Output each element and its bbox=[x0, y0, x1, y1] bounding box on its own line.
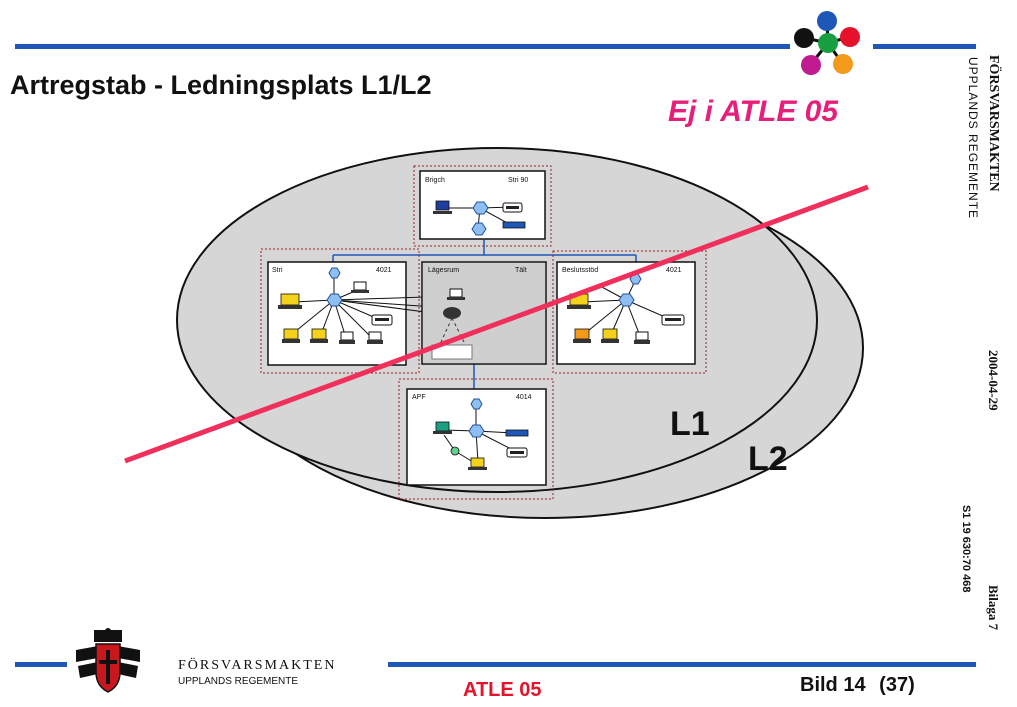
beslutsstod-name: Beslutsstöd bbox=[562, 267, 598, 274]
computer-icon bbox=[435, 200, 450, 211]
coat-of-arms-icon bbox=[76, 628, 140, 693]
side-appendix: Bilaga 7 bbox=[986, 585, 1001, 631]
apf-name: APF bbox=[412, 394, 426, 401]
stri-code: 4021 bbox=[376, 267, 392, 274]
apf-node: APF 4014 bbox=[398, 378, 554, 500]
zone-l2-label: L2 bbox=[748, 440, 788, 478]
network-logo-icon bbox=[794, 11, 860, 75]
hub-icon bbox=[472, 201, 489, 215]
beslutsstod-code: 4021 bbox=[666, 267, 682, 274]
bottom-rule-right bbox=[388, 662, 976, 667]
network-diagram: L1 L2 Brigch Stri 90 Stri 4021 bbox=[124, 147, 869, 519]
exercise-label: ATLE 05 bbox=[463, 679, 542, 701]
apf-code: 4014 bbox=[516, 394, 532, 401]
brigch-node: Brigch Stri 90 bbox=[413, 165, 552, 247]
lagesrum-name: Lägesrum bbox=[428, 267, 459, 274]
lagesrum-type: Tält bbox=[515, 267, 527, 274]
slide-total: (37) bbox=[879, 674, 915, 696]
footer-organization: FÖRSVARSMAKTEN bbox=[178, 658, 337, 673]
page-title: Artregstab - Ledningsplats L1/L2 bbox=[10, 70, 432, 100]
side-reference: S1 19 630:70 468 bbox=[960, 505, 972, 593]
side-date: 2004-04-29 bbox=[986, 350, 1001, 411]
slide-label: Bild bbox=[800, 674, 838, 696]
side-organization: FÖRSVARSMAKTEN bbox=[986, 55, 1001, 192]
slide-counter: Bild 14 (37) bbox=[800, 674, 915, 697]
notice-text: Ej i ATLE 05 bbox=[668, 95, 839, 128]
zone-l1-label: L1 bbox=[670, 405, 710, 443]
screen-icon bbox=[431, 344, 473, 360]
modem-icon bbox=[502, 221, 526, 229]
footer-regiment: UPPLANDS REGEMENTE bbox=[178, 676, 299, 687]
stri-node: Stri 4021 bbox=[260, 248, 456, 374]
beslutsstod-node: Beslutsstöd 4021 bbox=[552, 250, 707, 374]
stri-name: Stri bbox=[272, 267, 283, 274]
side-regiment: UPPLANDS REGEMENTE bbox=[966, 57, 980, 220]
top-rule-right bbox=[873, 44, 976, 49]
bottom-rule-left bbox=[15, 662, 67, 667]
slide-number: 14 bbox=[843, 674, 866, 696]
brigch-type: Stri 90 bbox=[508, 177, 528, 184]
brigch-name: Brigch bbox=[425, 177, 445, 184]
strike-line bbox=[124, 184, 869, 464]
top-rule-left bbox=[15, 44, 790, 49]
projector-icon bbox=[443, 307, 461, 319]
